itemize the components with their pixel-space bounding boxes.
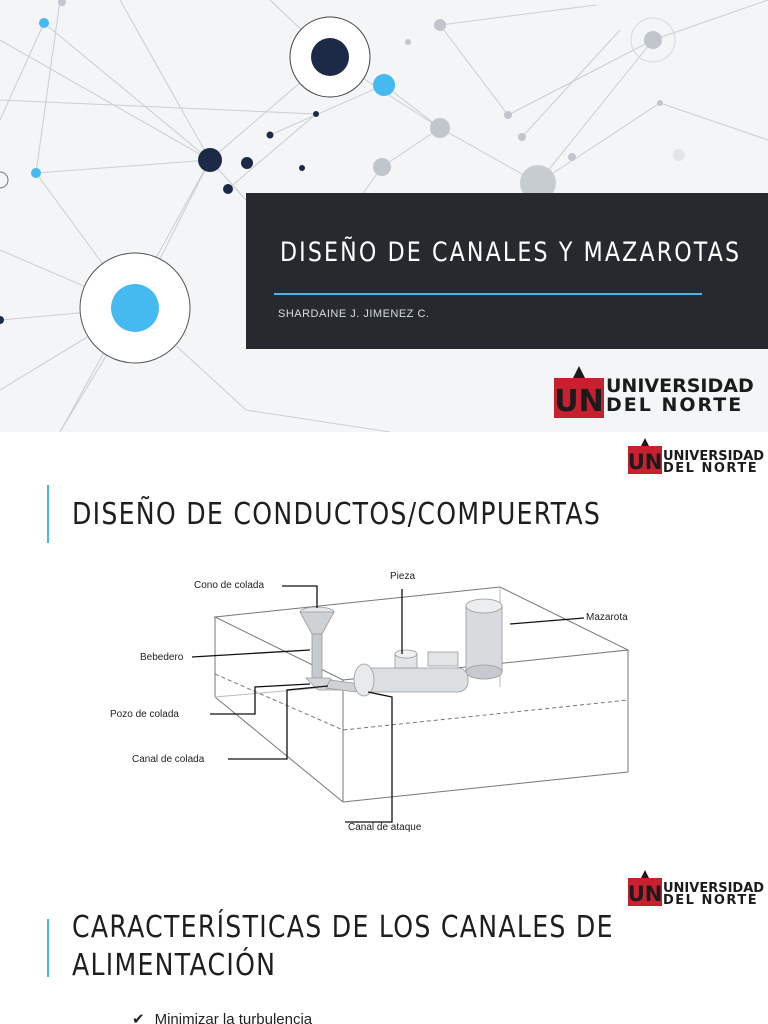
label-cono-de-colada: Cono de colada <box>194 580 264 591</box>
bullet-text: Minimizar la turbulencia <box>154 1010 313 1024</box>
logo-mark-icon: UN <box>628 870 662 906</box>
label-pozo-de-colada: Pozo de colada <box>110 709 179 720</box>
logo-mark-icon: UN <box>554 366 604 418</box>
university-logo: UN UNIVERSIDAD DEL NORTE <box>554 366 754 418</box>
slide-heading: DISEÑO DE CONDUCTOS/COMPUERTAS <box>72 497 602 532</box>
label-mazarota: Mazarota <box>586 612 628 623</box>
pouring-cup <box>299 606 343 691</box>
feed-channel-characteristics-slide: UN UNIVERSIDAD DEL NORTE CARACTERÍSTICAS… <box>0 862 768 1024</box>
heading-accent-bar <box>47 485 49 543</box>
university-logo: UN UNIVERSIDAD DEL NORTE <box>628 870 768 908</box>
slide-subtitle: SHARDAINE J. JIMENEZ C. <box>278 308 430 320</box>
casting-part <box>325 649 469 697</box>
logo-line-1: UNIVERSIDAD <box>663 449 765 464</box>
logo-line-1: UNIVERSIDAD <box>663 881 765 896</box>
title-box: DISEÑO DE CANALES Y MAZAROTAS SHARDAINE … <box>246 193 768 349</box>
bullet-item: ✔ Minimizar la turbulencia <box>132 1010 312 1024</box>
label-canal-de-colada: Canal de colada <box>132 754 205 765</box>
svg-text:UN: UN <box>554 384 603 418</box>
slide-heading-line-2: ALIMENTACIÓN <box>72 948 277 983</box>
logo-mark-icon: UN <box>628 438 662 474</box>
slide-heading-line-1: CARACTERÍSTICAS DE LOS CANALES DE <box>72 910 614 945</box>
heading-accent-bar <box>47 919 49 977</box>
network-background <box>0 0 768 432</box>
gating-system-diagram: Cono de colada Pieza Mazarota Bebedero P… <box>110 571 630 833</box>
logo-line-2: DEL NORTE <box>663 893 759 908</box>
checkmark-icon: ✔ <box>132 1011 145 1024</box>
logo-line-1: UNIVERSIDAD <box>606 375 754 397</box>
gating-design-slide: UN UNIVERSIDAD DEL NORTE DISEÑO DE CONDU… <box>0 432 768 862</box>
title-slide: DISEÑO DE CANALES Y MAZAROTAS SHARDAINE … <box>0 0 768 432</box>
logo-line-2: DEL NORTE <box>663 461 759 476</box>
label-canal-de-ataque: Canal de ataque <box>348 822 422 833</box>
svg-text:UN: UN <box>628 450 662 474</box>
svg-text:UN: UN <box>628 882 662 906</box>
slide-title: DISEÑO DE CANALES Y MAZAROTAS <box>280 237 742 268</box>
riser-cylinder <box>465 598 503 680</box>
logo-line-2: DEL NORTE <box>606 394 744 416</box>
label-bebedero: Bebedero <box>140 652 184 663</box>
label-pieza: Pieza <box>390 571 415 582</box>
title-underline <box>274 293 702 295</box>
university-logo: UN UNIVERSIDAD DEL NORTE <box>628 438 768 476</box>
